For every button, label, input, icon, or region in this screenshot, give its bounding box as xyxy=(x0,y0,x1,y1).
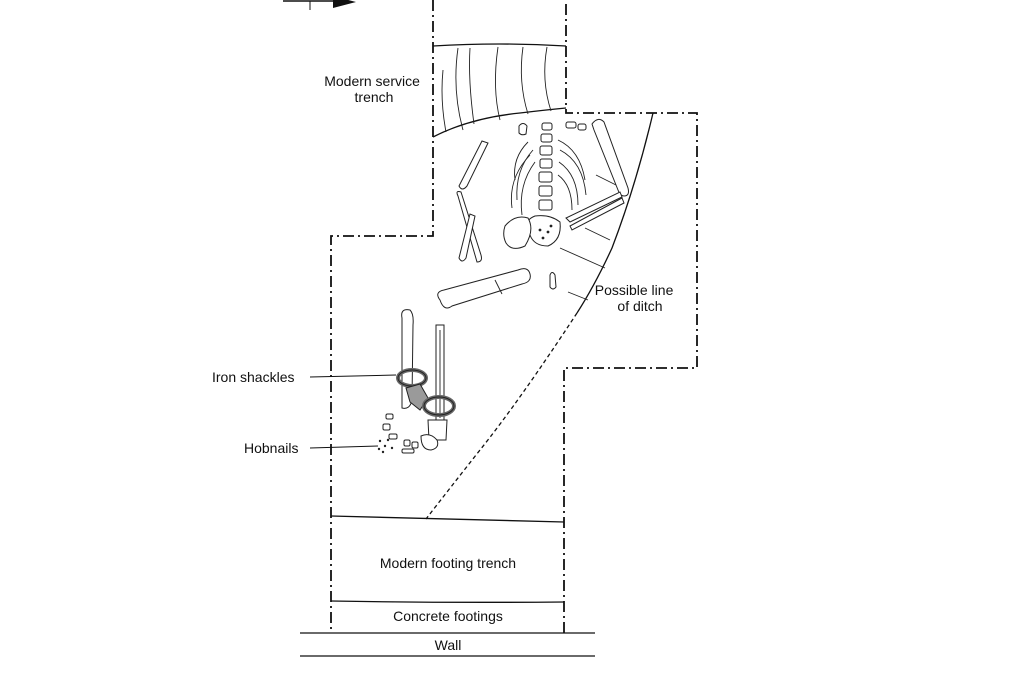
wall xyxy=(300,632,595,657)
excavation-edge xyxy=(330,0,698,633)
hobnails-leader xyxy=(309,445,379,449)
arrow-right-icon xyxy=(283,0,356,10)
hobnails-label: Hobnails xyxy=(244,440,298,456)
concrete-label: Concrete footings xyxy=(393,608,503,624)
service-trench-label: Modern service trench xyxy=(324,73,424,105)
shackles-label: Iron shackles xyxy=(212,369,294,385)
hobnails xyxy=(377,438,394,454)
footing-trench-label: Modern footing trench xyxy=(380,555,516,571)
shackles-leader xyxy=(309,374,397,378)
footing-trench xyxy=(330,515,565,603)
ditch-label: Possible line of ditch xyxy=(595,282,678,314)
skeleton xyxy=(382,118,629,454)
service-trench xyxy=(432,43,567,138)
wall-label: Wall xyxy=(435,637,462,653)
iron-shackles xyxy=(396,368,456,417)
